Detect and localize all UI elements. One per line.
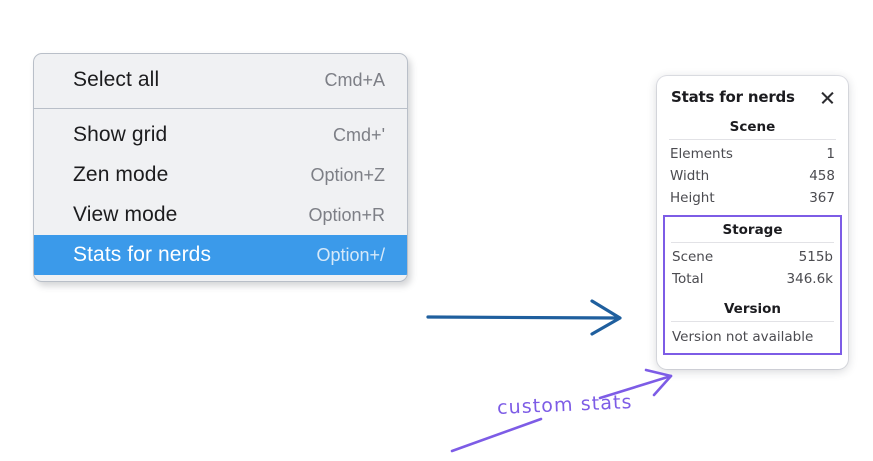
close-icon[interactable] <box>819 89 836 106</box>
stat-row: Height 367 <box>667 187 838 209</box>
divider <box>669 139 836 140</box>
purple-underline-annotation <box>450 417 543 453</box>
stat-value: 1 <box>826 146 835 162</box>
divider <box>671 242 834 243</box>
divider <box>671 321 834 322</box>
blue-arrow-annotation <box>426 299 622 336</box>
stat-value: 346.6k <box>786 271 833 287</box>
storage-section-heading: Storage <box>722 222 783 238</box>
stat-value: 367 <box>809 190 835 206</box>
context-menu[interactable]: Select all Cmd+A Show grid Cmd+' Zen mod… <box>33 53 408 282</box>
stat-label: Total <box>672 271 704 287</box>
menu-item-select-all[interactable]: Select all Cmd+A <box>34 60 407 100</box>
menu-item-stats-for-nerds[interactable]: Stats for nerds Option+/ <box>34 235 407 275</box>
stat-value: 458 <box>809 168 835 184</box>
menu-item-show-grid[interactable]: Show grid Cmd+' <box>34 115 407 155</box>
menu-item-label: Select all <box>73 68 160 91</box>
stat-row: Scene 515b <box>669 246 836 268</box>
scene-section-heading: Scene <box>729 119 776 135</box>
menu-item-shortcut: Option+Z <box>310 164 385 185</box>
menu-divider <box>34 108 407 109</box>
menu-item-view-mode[interactable]: View mode Option+R <box>34 195 407 235</box>
menu-group-1: Select all Cmd+A <box>34 54 407 108</box>
menu-item-label: View mode <box>73 203 178 226</box>
menu-item-shortcut: Cmd+' <box>333 124 385 145</box>
version-section-heading: Version <box>723 301 782 317</box>
stat-row: Width 458 <box>667 165 838 187</box>
panel-header: Stats for nerds <box>667 88 838 106</box>
menu-item-shortcut: Cmd+A <box>324 69 385 90</box>
custom-stats-highlight-box: Storage Scene 515b Total 346.6k Version … <box>663 215 842 355</box>
stat-label: Elements <box>670 146 733 162</box>
panel-title: Stats for nerds <box>671 88 795 106</box>
custom-stats-annotation-label: custom stats <box>496 391 633 419</box>
stat-label: Width <box>670 168 710 184</box>
version-text: Version not available <box>672 329 814 345</box>
stat-label: Height <box>670 190 715 206</box>
menu-group-2: Show grid Cmd+' Zen mode Option+Z View m… <box>34 109 407 281</box>
menu-item-shortcut: Option+R <box>308 204 385 225</box>
stat-row: Elements 1 <box>667 143 838 165</box>
menu-item-label: Stats for nerds <box>73 243 212 266</box>
menu-item-label: Zen mode <box>73 163 169 186</box>
stat-value: 515b <box>798 249 833 265</box>
menu-item-label: Show grid <box>73 123 168 146</box>
menu-item-zen-mode[interactable]: Zen mode Option+Z <box>34 155 407 195</box>
menu-item-shortcut: Option+/ <box>316 244 385 265</box>
stats-for-nerds-panel: Stats for nerds Scene Elements 1 Width 4… <box>657 76 848 369</box>
spacer <box>669 290 836 298</box>
stat-row: Total 346.6k <box>669 268 836 290</box>
stat-label: Scene <box>672 249 714 265</box>
